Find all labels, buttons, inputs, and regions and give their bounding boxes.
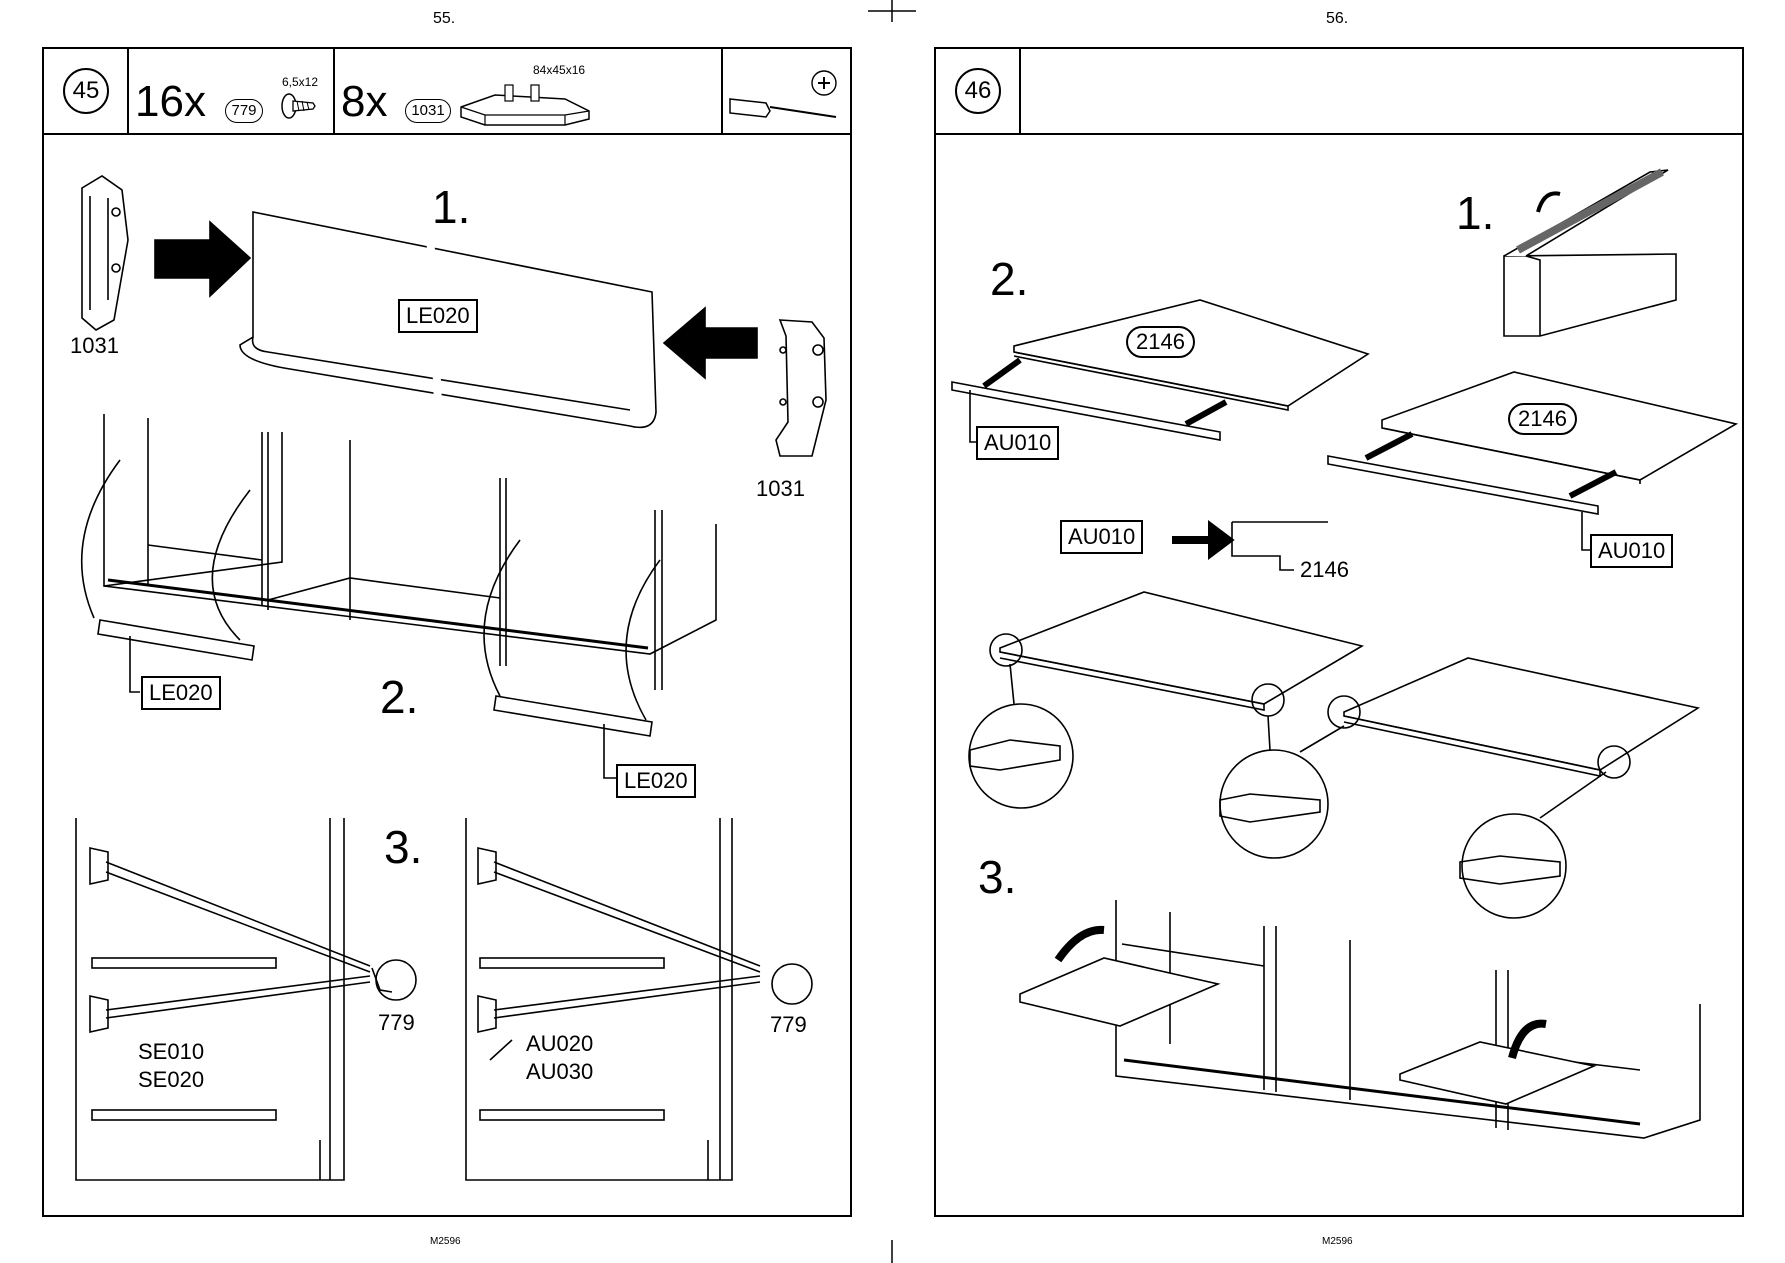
- part-size: 6,5x12: [282, 75, 319, 89]
- step-header: 46: [936, 49, 1742, 135]
- panel-label: LE020: [398, 299, 478, 333]
- fitting-label: 1031: [70, 333, 119, 358]
- shelf-label: 2146: [1508, 403, 1577, 435]
- runner-label: AU030: [526, 1059, 594, 1084]
- instruction-page-right: 46: [934, 47, 1744, 1217]
- step-cell: 46: [936, 49, 1021, 133]
- step-cell: 45: [44, 49, 129, 133]
- shelf-label: 2146: [1126, 326, 1195, 358]
- part-reference: 779: [225, 99, 263, 123]
- screwdriver-icon: [729, 70, 837, 118]
- fitting-label: 1031: [756, 476, 805, 501]
- screw-label: 779: [378, 1010, 415, 1035]
- part-size: 84x45x16: [533, 63, 586, 77]
- footer-code-left: M2596: [430, 1236, 461, 1247]
- page-number-right: 56.: [1326, 10, 1349, 27]
- sub-step-2: 2.: [380, 671, 419, 723]
- sub-step-1: 1.: [432, 181, 471, 233]
- part-cell-screw: 16x 779 6,5x12: [129, 49, 335, 133]
- legend-edge-label: AU010: [1060, 520, 1144, 554]
- sub-step-1: 1.: [1456, 187, 1495, 239]
- screw-icon: [281, 93, 316, 119]
- footer-code-right: M2596: [1322, 1236, 1353, 1247]
- part-quantity: 8x: [341, 77, 388, 126]
- page-number-left: 55.: [433, 10, 456, 27]
- legend-shelf-label: 2146: [1300, 557, 1349, 582]
- runner-label: SE010: [138, 1039, 205, 1064]
- sub-step-3: 3.: [978, 851, 1017, 903]
- step-number: 46: [955, 68, 1001, 114]
- edge-strip-label: AU010: [1590, 534, 1674, 568]
- screw-label: 779: [770, 1012, 807, 1037]
- rail-label: LE020: [616, 764, 696, 798]
- step-number: 45: [63, 68, 109, 114]
- fitting-icon: [460, 84, 590, 126]
- part-quantity: 16x: [135, 77, 206, 126]
- sub-step-3: 3.: [384, 821, 423, 873]
- runner-label: AU020: [526, 1031, 594, 1056]
- sub-step-2: 2.: [990, 253, 1029, 305]
- runner-label: SE020: [138, 1067, 205, 1092]
- part-cell-fitting: 8x 1031 84x45x16: [335, 49, 723, 133]
- rail-label: LE020: [141, 676, 221, 710]
- edge-strip-label: AU010: [976, 426, 1060, 460]
- instruction-page-left: 45 16x 779 6,5x12 8x 1031 84x45x16: [42, 47, 852, 1217]
- part-reference: 1031: [405, 99, 451, 123]
- parts-header: 45 16x 779 6,5x12 8x 1031 84x45x16: [44, 49, 850, 135]
